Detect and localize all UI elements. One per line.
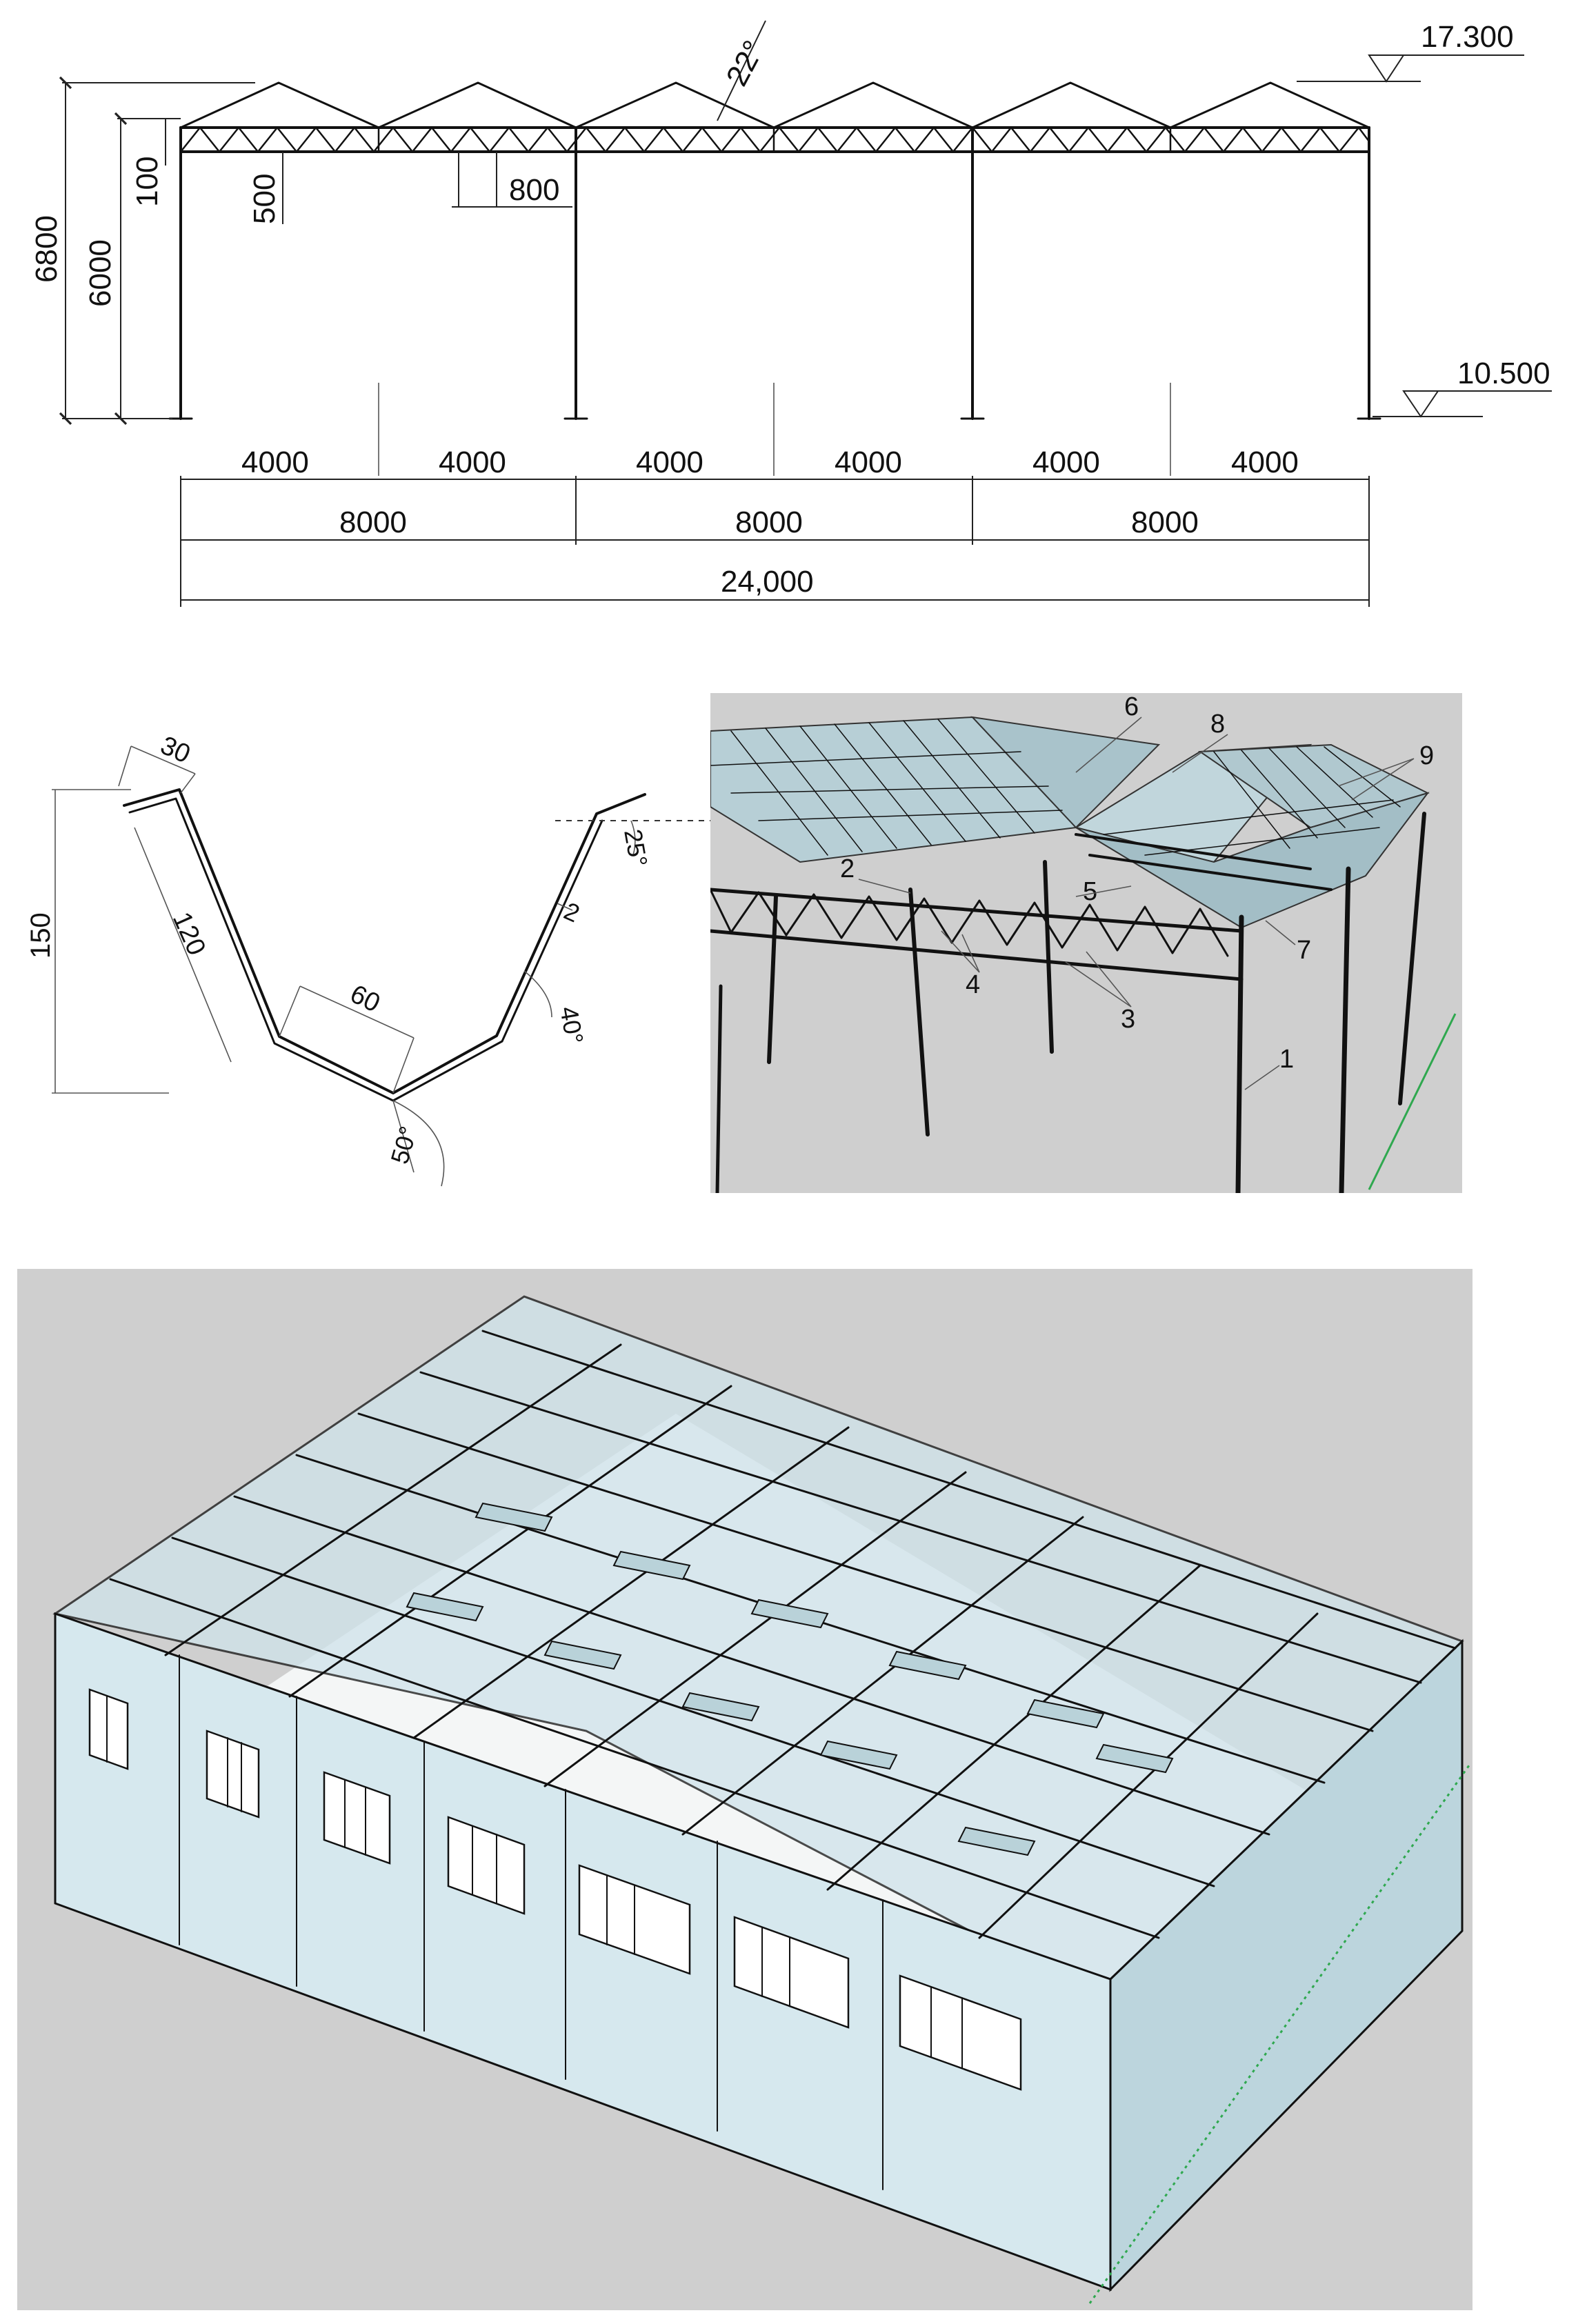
truss-offset-label: 100: [130, 157, 164, 207]
frame-label-2: 2: [840, 854, 855, 883]
greenhouse-render: [17, 1269, 1473, 2310]
profile-angle-right-label: 40°: [555, 1004, 589, 1046]
level-top-label: 17.300: [1421, 20, 1514, 54]
frame-label-7: 7: [1297, 936, 1311, 965]
span-label-5: 4000: [1032, 445, 1100, 479]
horizontal-dimensions: 4000 4000 4000 4000 4000 4000 8000 8000 …: [180, 445, 1370, 607]
elevation-drawing: 17.300 10.500: [30, 20, 1552, 607]
height-column-label: 6000: [83, 239, 117, 307]
columns: [168, 126, 1381, 476]
span-label-2: 4000: [439, 445, 506, 479]
span-label-3: 4000: [636, 445, 703, 479]
frame-label-8: 8: [1210, 710, 1225, 739]
frame-label-9: 9: [1419, 741, 1434, 770]
profile-height-label: 150: [26, 912, 56, 959]
roof-angle-label: 22°: [720, 35, 772, 92]
roof-vents: [406, 1502, 1174, 1856]
level-marker-top: 17.300: [1297, 20, 1524, 83]
bay-label-1: 8000: [339, 505, 407, 539]
span-label-6: 4000: [1231, 445, 1299, 479]
level-marker-bottom: 10.500: [1373, 357, 1552, 418]
span-label-1: 4000: [241, 445, 309, 479]
profile-angle-top-label: 25°: [619, 827, 653, 869]
truss-depth-label: 500: [248, 174, 281, 224]
profile-side-label: 120: [167, 908, 211, 960]
bay-label-3: 8000: [1131, 505, 1199, 539]
panel-width-label: 800: [509, 173, 559, 207]
level-bottom-label: 10.500: [1457, 357, 1550, 390]
span-total-label: 24,000: [721, 565, 814, 599]
frame-label-1: 1: [1279, 1045, 1294, 1074]
frame-render: 6 8 9 2 5 7 4 3 1: [710, 692, 1462, 1193]
vertical-dimensions: 6800 6000 100 500 800 22°: [30, 20, 772, 425]
span-label-4: 4000: [835, 445, 902, 479]
bay-label-2: 8000: [735, 505, 803, 539]
roof-truss: [179, 81, 1370, 153]
frame-label-6: 6: [1124, 692, 1139, 721]
profile-angle-bottom-label: 50°: [385, 1123, 422, 1168]
profile-lip-label: 30: [156, 731, 194, 770]
profile-base-label: 60: [346, 979, 384, 1018]
frame-label-4: 4: [966, 970, 980, 999]
profile-thickness-label: 2: [560, 896, 584, 928]
side-wall: [1109, 1639, 1464, 2292]
gutter-profile: 150 30 120 60 2 25° 40° 50°: [26, 731, 710, 1187]
frame-label-3: 3: [1121, 1005, 1135, 1034]
height-total-label: 6800: [30, 215, 63, 283]
frame-label-5: 5: [1083, 877, 1097, 906]
